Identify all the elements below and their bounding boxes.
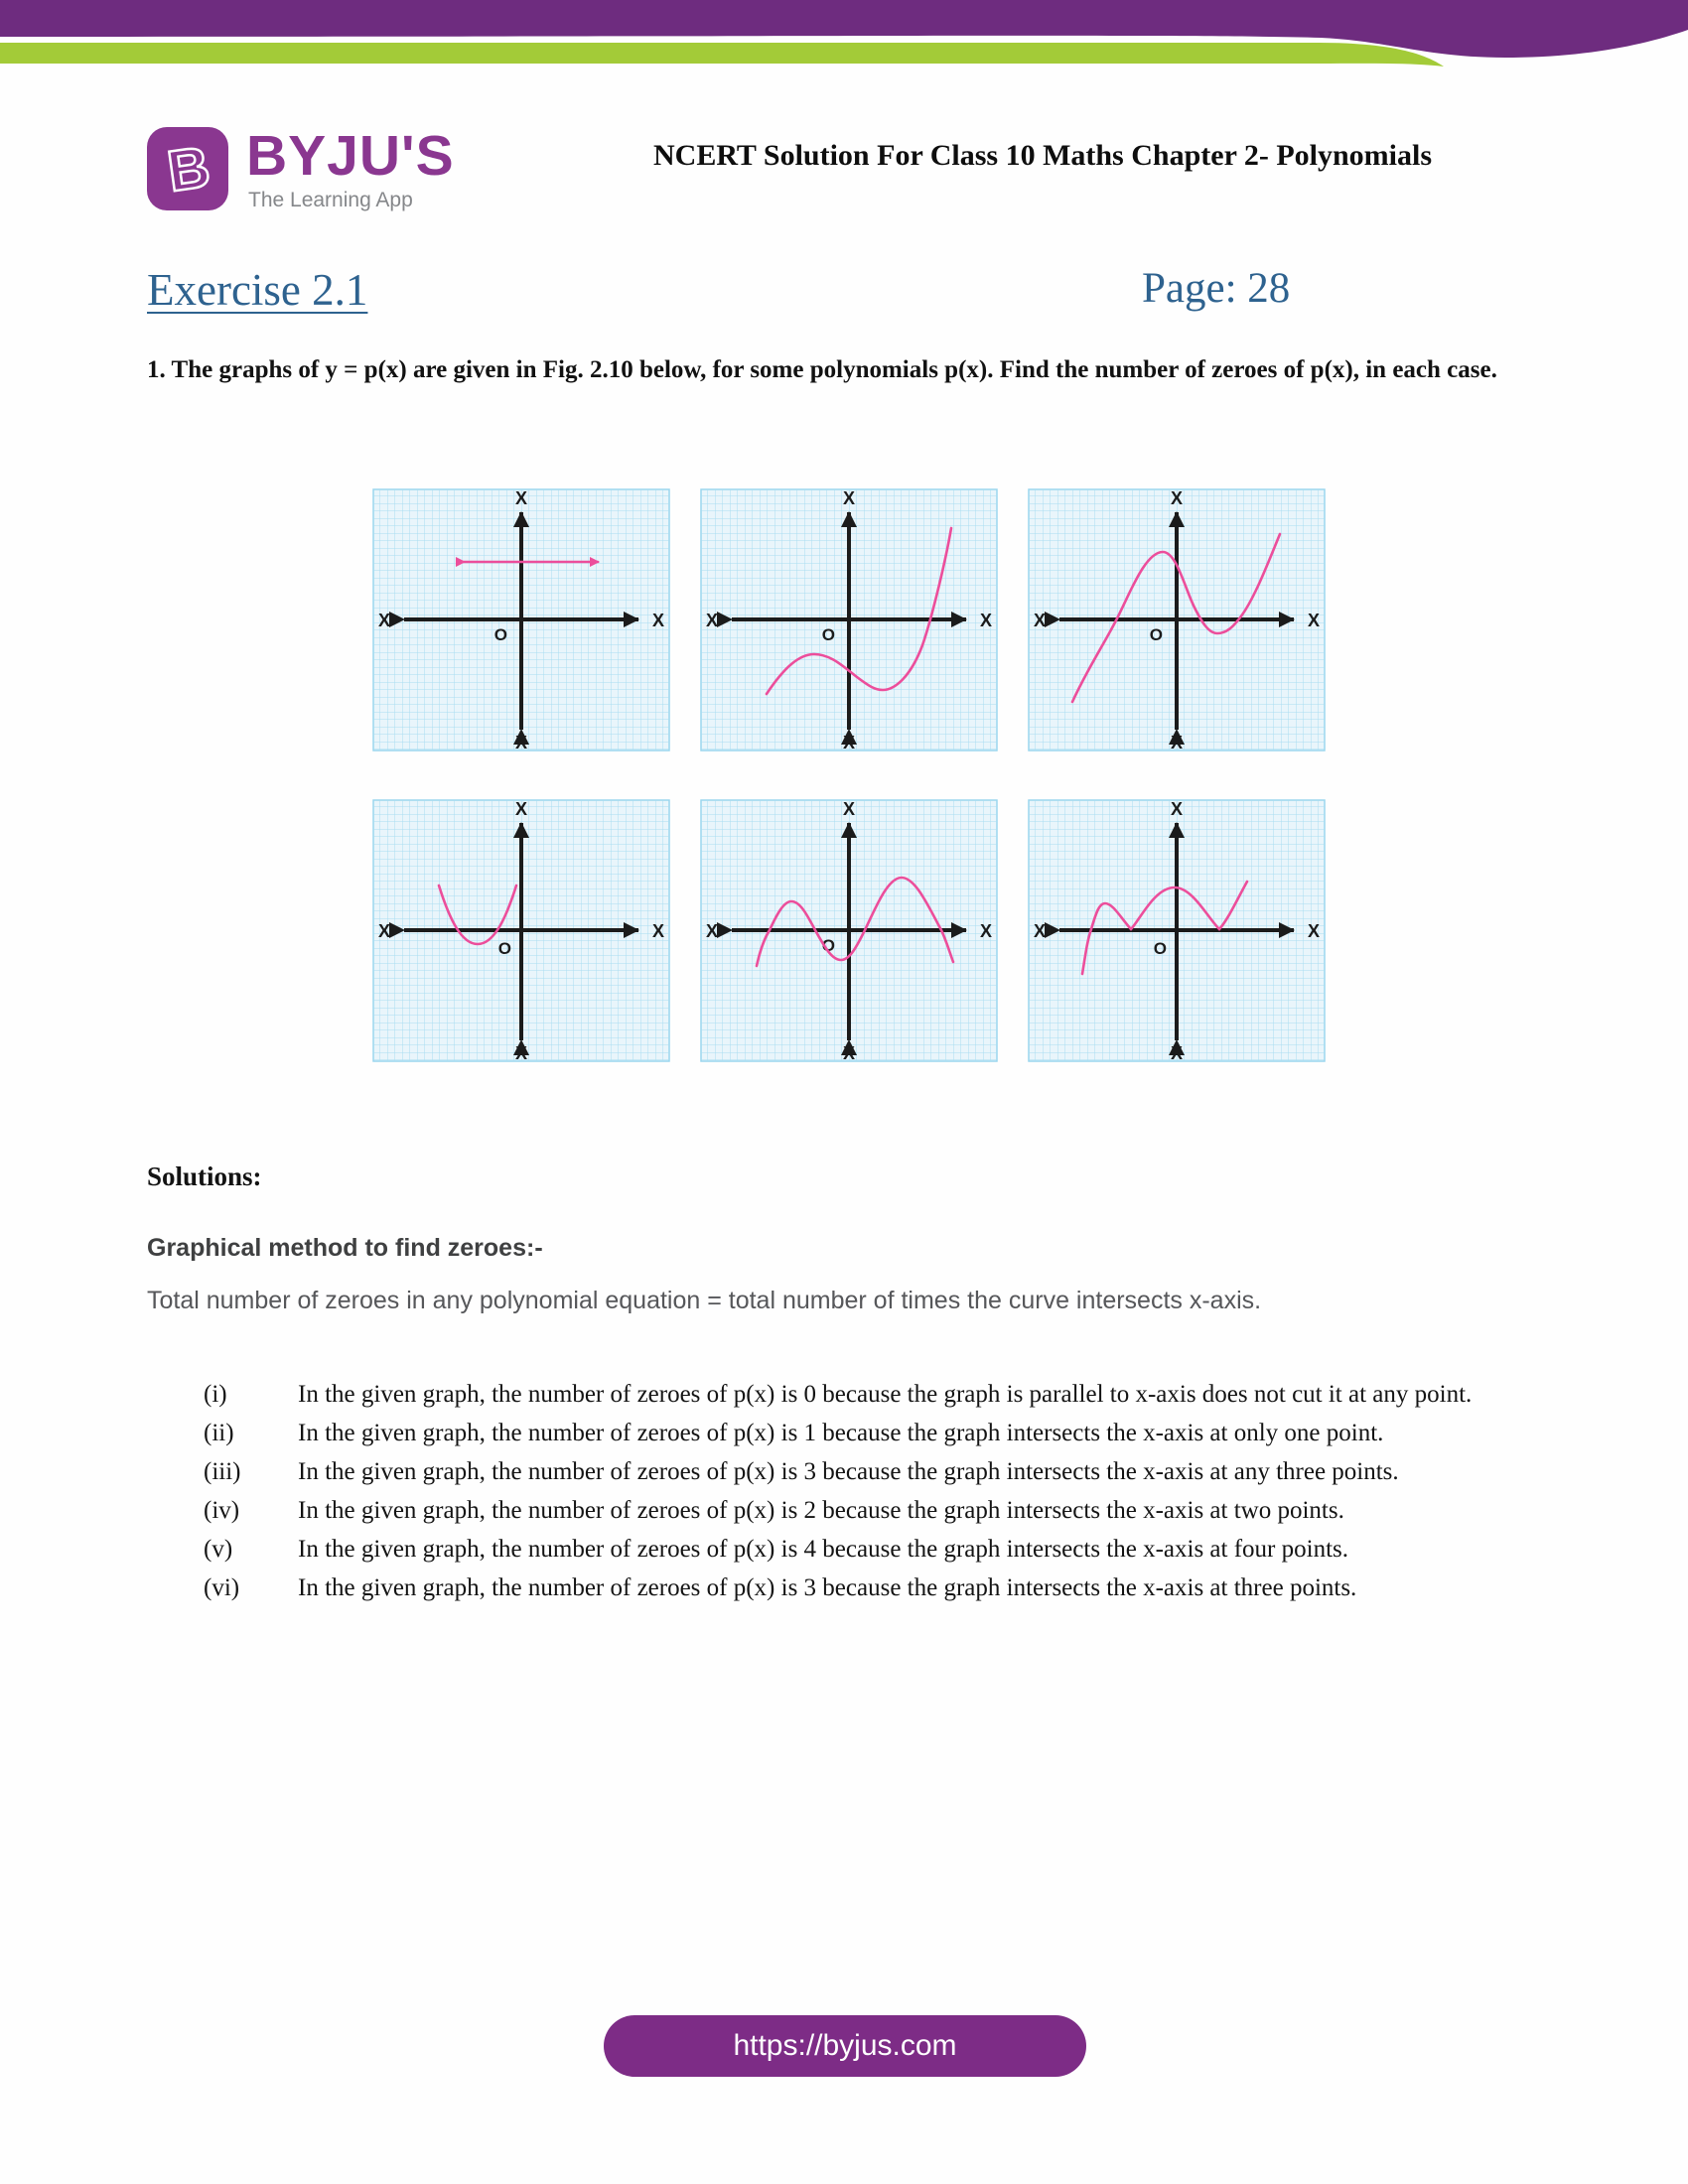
axis-label-bottom: X — [843, 1043, 855, 1062]
graph-i: X X X X O — [372, 488, 670, 751]
answer-item-i: (i) In the given graph, the number of ze… — [204, 1376, 1534, 1414]
origin-label: O — [498, 939, 511, 958]
answer-text: In the given graph, the number of zeroes… — [298, 1420, 1384, 1446]
axis-label-right: X — [652, 611, 664, 630]
byjus-logo: B BYJU'S The Learning App — [145, 123, 473, 222]
answer-item-ii: (ii) In the given graph, the number of z… — [204, 1415, 1534, 1452]
axis-label-left: X — [706, 921, 718, 941]
polynomial-curve-iii — [1070, 532, 1282, 704]
axis-label-bottom: X — [515, 1043, 527, 1062]
byjus-logo-icon: B — [147, 127, 228, 210]
answer-text: In the given graph, the number of zeroes… — [298, 1574, 1357, 1601]
polynomial-curve-vi — [1080, 880, 1249, 976]
axis-label-right: X — [652, 921, 664, 941]
axis-label-top: X — [843, 488, 855, 508]
answer-numeral: (iv) — [204, 1497, 240, 1524]
graph-iii: X X X X O — [1028, 488, 1326, 751]
logo-b-letter: B — [164, 134, 214, 204]
logo-tagline: The Learning App — [248, 189, 413, 211]
answer-numeral: (ii) — [204, 1420, 234, 1446]
solutions-heading: Solutions: — [147, 1161, 262, 1191]
axis-label-left: X — [378, 921, 390, 941]
origin-label: O — [1154, 939, 1167, 958]
method-heading: Graphical method to find zeroes:- — [147, 1234, 543, 1262]
question-text: 1. The graphs of y = p(x) are given in F… — [147, 356, 1497, 383]
answer-text: In the given graph, the number of zeroes… — [298, 1497, 1344, 1524]
header-purple-swoosh — [0, 0, 1688, 58]
polynomial-curve-ii — [765, 526, 953, 696]
answer-text: In the given graph, the number of zeroes… — [298, 1381, 1473, 1408]
answers-list: (i) In the given graph, the number of ze… — [204, 1376, 1534, 1608]
axis-label-right: X — [980, 611, 992, 630]
axis-label-left: X — [1034, 611, 1046, 630]
logo-wordmark: BYJU'S — [246, 124, 455, 188]
axis-label-left: X — [378, 611, 390, 630]
axis-label-right: X — [1308, 921, 1320, 941]
answer-item-v: (v) In the given graph, the number of ze… — [204, 1531, 1534, 1569]
answer-item-iii: (iii) In the given graph, the number of … — [204, 1453, 1534, 1491]
graph-ii: X X X X O — [700, 488, 998, 751]
origin-label: O — [822, 936, 835, 955]
answer-numeral: (vi) — [204, 1574, 240, 1601]
answer-numeral: (v) — [204, 1536, 233, 1563]
document-title: NCERT Solution For Class 10 Maths Chapte… — [652, 139, 1433, 172]
graph-vi: X X X X O — [1028, 799, 1326, 1062]
axis-label-top: X — [843, 799, 855, 819]
axis-label-left: X — [706, 611, 718, 630]
axis-label-top: X — [1171, 488, 1183, 508]
answer-numeral: (i) — [204, 1381, 227, 1408]
polynomial-curve-v — [755, 876, 955, 968]
graph-iv: X X X X O — [372, 799, 670, 1062]
answer-numeral: (iii) — [204, 1458, 241, 1485]
axis-label-right: X — [980, 921, 992, 941]
answer-item-iv: (iv) In the given graph, the number of z… — [204, 1492, 1534, 1530]
axis-label-right: X — [1308, 611, 1320, 630]
answer-item-vi: (vi) In the given graph, the number of z… — [204, 1570, 1534, 1607]
axis-label-top: X — [515, 488, 527, 508]
axis-label-top: X — [515, 799, 527, 819]
axis-label-bottom: X — [1171, 1043, 1183, 1062]
origin-label: O — [1150, 625, 1163, 644]
answer-text: In the given graph, the number of zeroes… — [298, 1458, 1399, 1485]
axis-label-bottom: X — [843, 733, 855, 751]
header-green-swoosh — [0, 43, 1444, 67]
graph-v: X X X X O — [700, 799, 998, 1062]
polynomial-curve-iv — [437, 884, 518, 946]
answer-text: In the given graph, the number of zeroes… — [298, 1536, 1348, 1563]
axis-label-left: X — [1034, 921, 1046, 941]
axis-label-bottom: X — [515, 733, 527, 751]
exercise-heading-link[interactable]: Exercise 2.1 — [147, 265, 368, 315]
axis-label-bottom: X — [1171, 733, 1183, 751]
footer-url-link[interactable]: https://byjus.com — [604, 2015, 1086, 2077]
origin-label: O — [822, 625, 835, 644]
axis-label-top: X — [1171, 799, 1183, 819]
method-text: Total number of zeroes in any polynomial… — [147, 1287, 1262, 1314]
origin-label: O — [494, 625, 507, 644]
header-band — [0, 0, 1688, 67]
page-number-heading: Page: 28 — [1142, 265, 1291, 312]
